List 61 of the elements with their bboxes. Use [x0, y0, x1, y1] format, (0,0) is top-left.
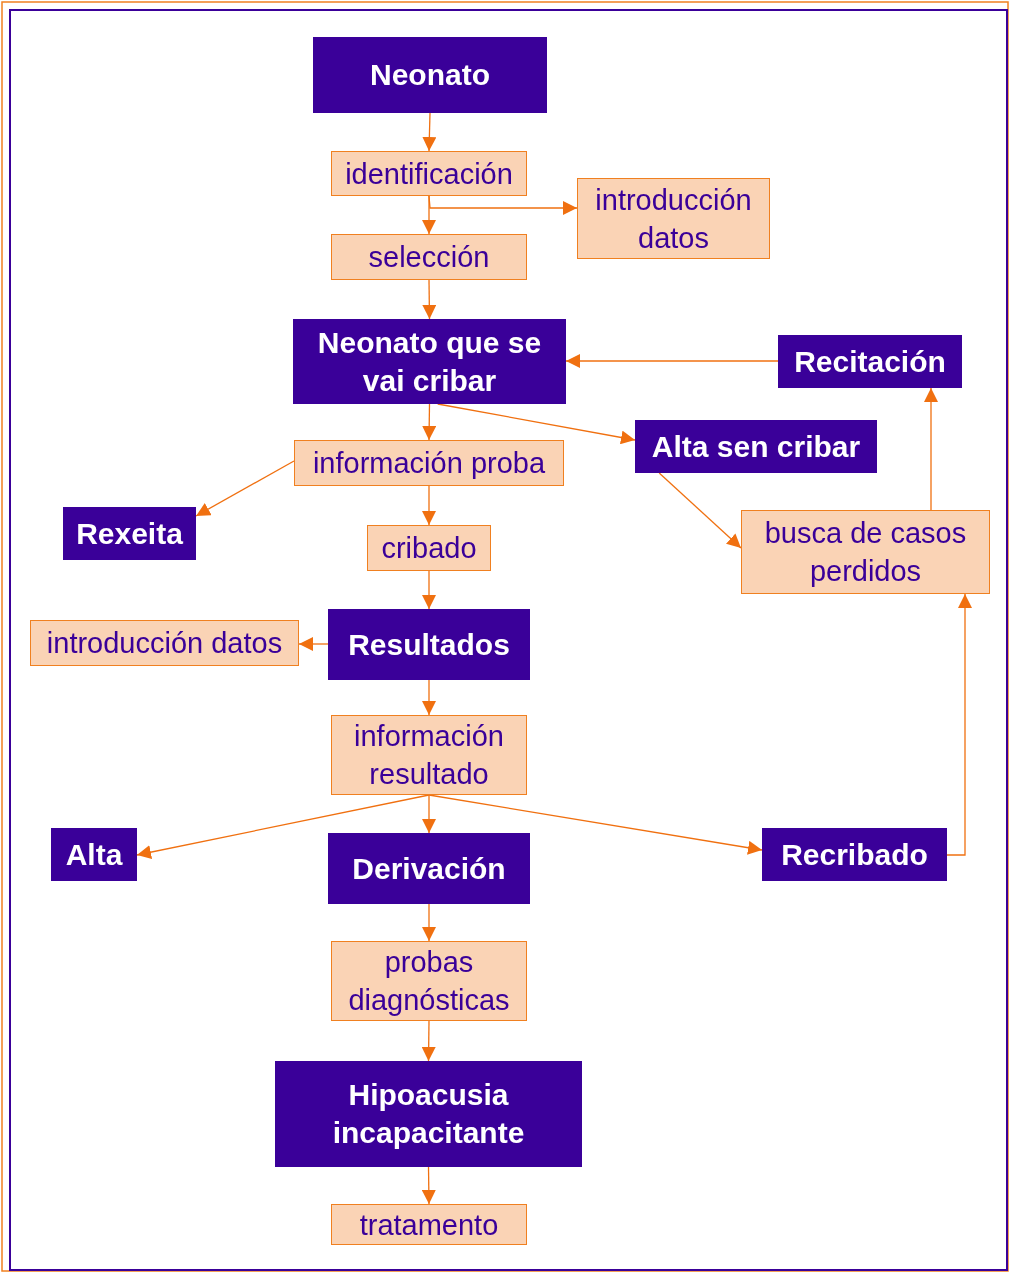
stage-box [63, 507, 196, 560]
node-label: tratamento [359, 1207, 499, 1243]
node-label: Recitación [794, 343, 946, 380]
step-box [294, 440, 564, 486]
node-label: cribado [381, 531, 477, 566]
step-box [331, 941, 527, 1021]
arrow [658, 472, 742, 549]
arrow [136, 794, 430, 860]
step-box [577, 178, 770, 259]
node-label: Alta [65, 836, 123, 873]
step-box [331, 715, 527, 795]
step-box [331, 151, 527, 196]
node-label: información resultado [353, 719, 505, 792]
stage-box [778, 335, 962, 388]
arrow [422, 403, 437, 441]
stage-box [313, 37, 547, 113]
stage-box [328, 609, 530, 680]
node-label: Neonato que se vai cribar [316, 324, 543, 399]
arrow [422, 485, 436, 526]
arrow [422, 570, 436, 610]
arrow [946, 593, 972, 856]
arrow [924, 387, 938, 511]
arrow [422, 279, 437, 320]
stage-box [293, 319, 566, 404]
stage-box [275, 1061, 582, 1167]
arrow [298, 637, 329, 651]
step-box [331, 1204, 527, 1245]
arrow [422, 679, 436, 716]
node-label: Resultados [348, 626, 510, 663]
stage-box [51, 828, 137, 881]
stage-box [762, 828, 947, 881]
step-box [741, 510, 990, 594]
arrow [421, 1166, 436, 1205]
node-label: busca de casos perdidos [764, 516, 967, 589]
step-box [367, 525, 491, 571]
arrow [428, 195, 578, 215]
node-label: identificación [345, 156, 513, 192]
node-label: Hipoacusia incapacitante [331, 1077, 526, 1151]
node-label: introducción datos [594, 182, 753, 256]
node-label: probas diagnósticas [347, 945, 511, 1018]
node-label: introducción datos [46, 626, 283, 661]
arrow [422, 112, 437, 152]
step-box [30, 620, 299, 666]
node-label: Derivación [352, 850, 506, 887]
arrow [422, 195, 436, 235]
stage-box [328, 833, 530, 904]
arrow [565, 354, 779, 368]
node-label: información proba [312, 446, 546, 481]
node-label: Neonato [370, 57, 490, 93]
node-label: Rexeita [76, 515, 183, 552]
arrow [422, 903, 436, 942]
stage-box [635, 420, 877, 473]
node-label: Alta sen cribar [651, 428, 861, 465]
step-box [331, 234, 527, 280]
node-label: Recribado [781, 836, 928, 873]
arrow [437, 403, 636, 445]
node-label: selección [368, 240, 490, 275]
arrow [422, 794, 436, 834]
arrow [195, 460, 295, 517]
arrow [421, 1020, 436, 1062]
arrow [428, 794, 763, 855]
